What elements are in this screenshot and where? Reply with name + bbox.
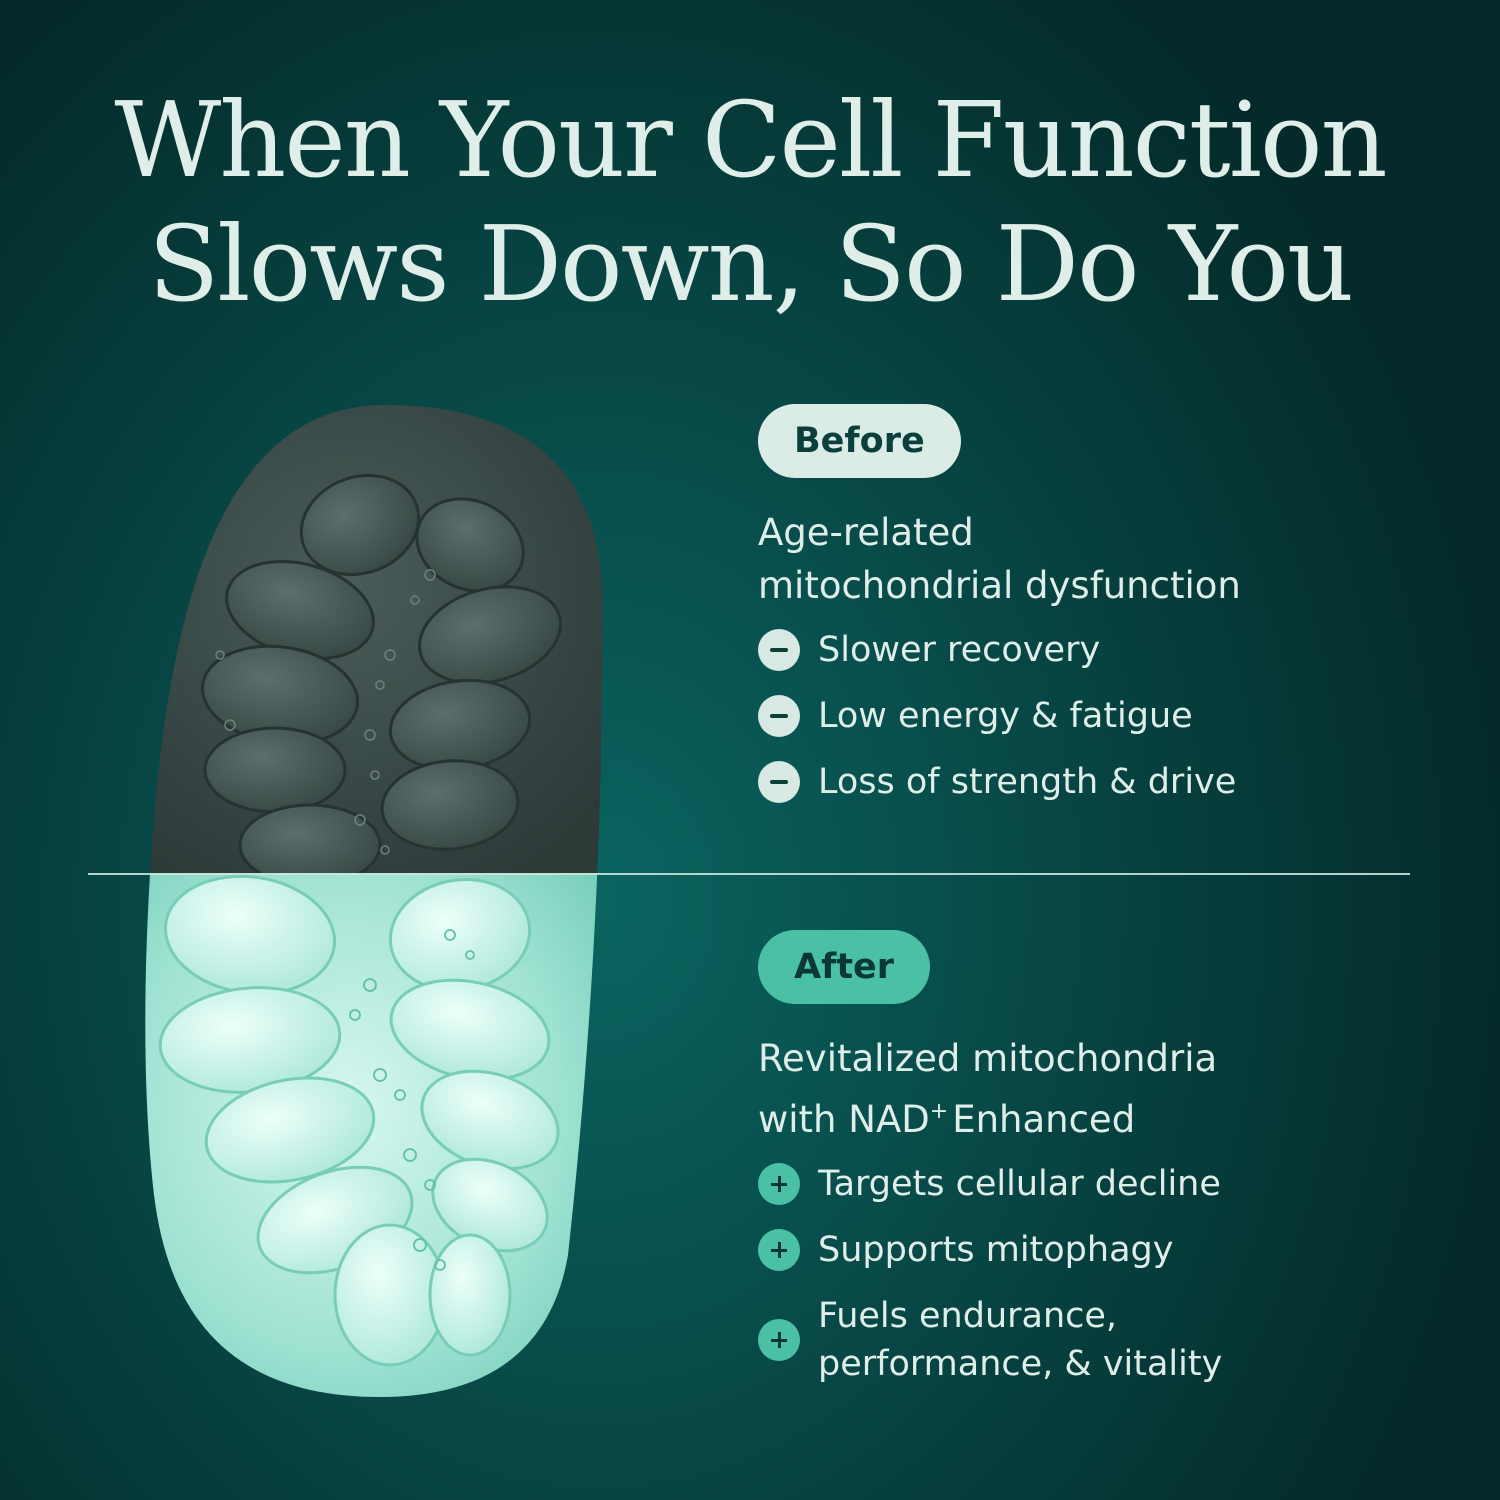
- before-panel: Before Age-related mitochondrial dysfunc…: [758, 404, 1458, 824]
- list-item-text: Supports mitophagy: [818, 1230, 1174, 1270]
- plus-icon: [758, 1163, 800, 1205]
- headline-line-2: Slows Down, So Do You: [148, 203, 1354, 325]
- minus-icon: [758, 695, 800, 737]
- mitochondrion-illustration: [145, 405, 603, 1397]
- nad-plus-superscript: +: [929, 1099, 949, 1124]
- after-tag: After: [758, 930, 931, 1004]
- after-description-line-1: Revitalized mitochondria: [758, 1037, 1218, 1080]
- list-item: Fuels endurance, performance, & vitality: [758, 1292, 1458, 1388]
- before-description-line-1: Age-related: [758, 511, 974, 554]
- list-item: Low energy & fatigue: [758, 692, 1458, 740]
- list-item-text: Targets cellular decline: [818, 1164, 1221, 1204]
- headline-line-1: When Your Cell Function: [114, 79, 1387, 201]
- list-item-text: Slower recovery: [818, 630, 1101, 670]
- after-description-prefix: with NAD: [758, 1098, 930, 1141]
- list-item: Targets cellular decline: [758, 1160, 1458, 1208]
- list-item-text: Loss of strength & drive: [818, 762, 1237, 802]
- before-after-divider: [88, 873, 1410, 875]
- after-list: Targets cellular decline Supports mitoph…: [758, 1160, 1458, 1388]
- list-item-text: Fuels endurance, performance, & vitality: [818, 1296, 1223, 1384]
- headline: When Your Cell Function Slows Down, So D…: [0, 78, 1500, 326]
- list-item: Supports mitophagy: [758, 1226, 1458, 1274]
- before-tag: Before: [758, 404, 961, 478]
- list-item: Loss of strength & drive: [758, 758, 1458, 806]
- minus-icon: [758, 629, 800, 671]
- after-description: Revitalized mitochondria with NAD+Enhanc…: [758, 1032, 1458, 1146]
- before-description: Age-related mitochondrial dysfunction: [758, 506, 1458, 612]
- list-item-text: Low energy & fatigue: [818, 696, 1193, 736]
- before-description-line-2: mitochondrial dysfunction: [758, 564, 1241, 607]
- plus-icon: [758, 1319, 800, 1361]
- after-description-line-2: with NAD+Enhanced: [758, 1085, 1458, 1146]
- after-panel: After Revitalized mitochondria with NAD+…: [758, 930, 1458, 1406]
- minus-icon: [758, 761, 800, 803]
- after-description-suffix: Enhanced: [952, 1098, 1136, 1141]
- plus-icon: [758, 1229, 800, 1271]
- list-item: Slower recovery: [758, 626, 1458, 674]
- before-list: Slower recovery Low energy & fatigue Los…: [758, 626, 1458, 806]
